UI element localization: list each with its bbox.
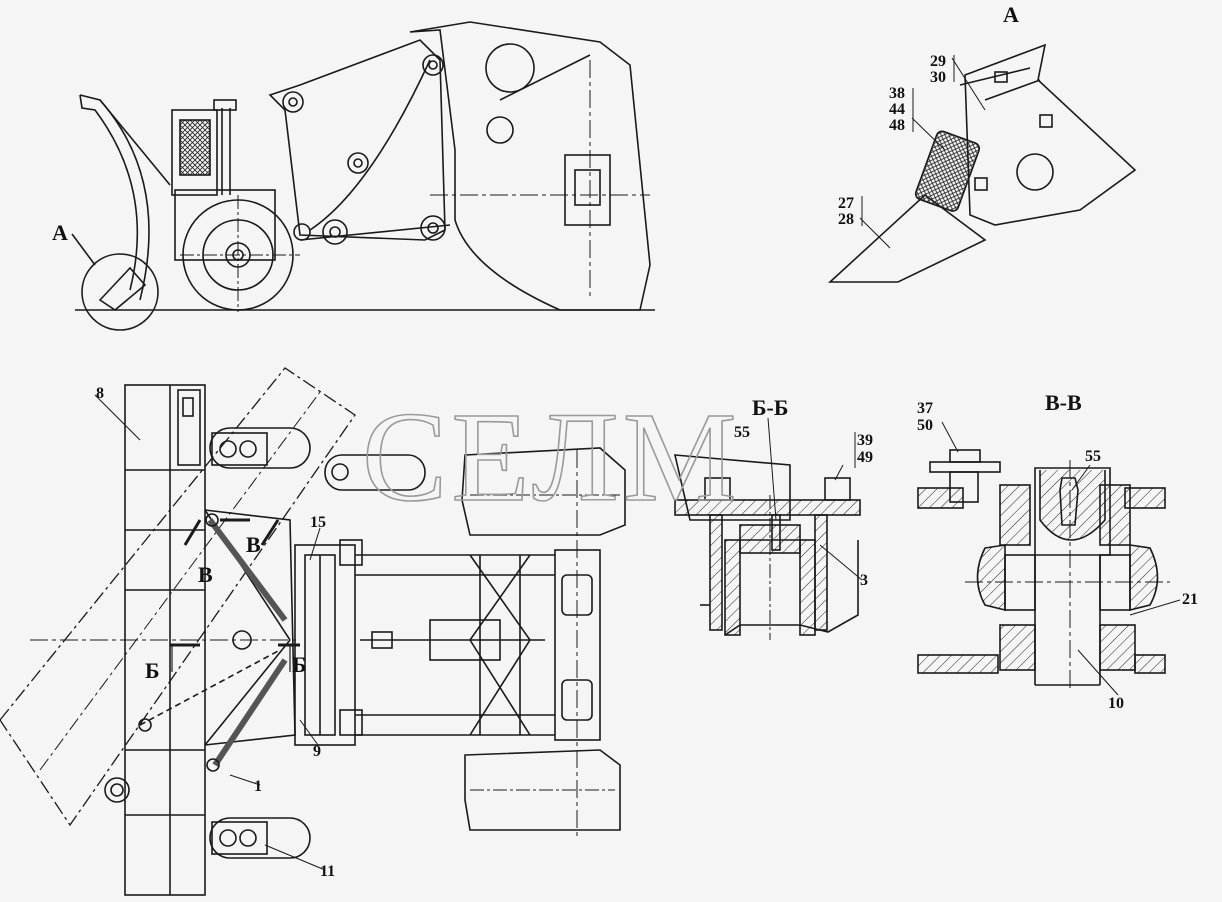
cut-mark-b-right: Б	[292, 652, 307, 677]
label-21: 21	[1182, 591, 1198, 608]
label-30: 30	[930, 69, 946, 86]
label-39: 39	[857, 432, 873, 449]
section-vv-view	[917, 421, 1181, 696]
label-55-bb: 55	[734, 424, 750, 441]
label-11: 11	[320, 863, 335, 880]
label-48: 48	[889, 117, 905, 134]
section-bb-view	[673, 417, 863, 640]
watermark-text: СЕЛМ	[362, 386, 741, 528]
label-44: 44	[889, 101, 905, 118]
side-view	[71, 21, 655, 331]
label-49: 49	[857, 449, 873, 466]
detail-a-view	[827, 43, 1137, 283]
callout-a-label: А	[52, 220, 68, 245]
section-bb-title: Б-Б	[752, 395, 788, 420]
label-3: 3	[860, 572, 868, 589]
label-8: 8	[96, 385, 104, 402]
label-15: 15	[310, 514, 326, 531]
label-27: 27	[838, 195, 854, 212]
label-55-vv: 55	[1085, 448, 1101, 465]
label-38: 38	[889, 85, 905, 102]
label-29: 29	[930, 53, 946, 70]
section-vv-title: В-В	[1045, 390, 1082, 415]
label-28: 28	[838, 211, 854, 228]
detail-a-title: А	[1003, 2, 1019, 27]
cut-mark-b-left: Б	[145, 658, 160, 683]
label-50: 50	[917, 417, 933, 434]
cut-mark-v-right: В	[246, 532, 261, 557]
plan-view	[0, 367, 626, 896]
cut-mark-v-left: В	[198, 562, 213, 587]
label-1: 1	[254, 778, 262, 795]
label-37: 37	[917, 400, 933, 417]
label-10: 10	[1108, 695, 1124, 712]
label-9: 9	[313, 743, 321, 760]
